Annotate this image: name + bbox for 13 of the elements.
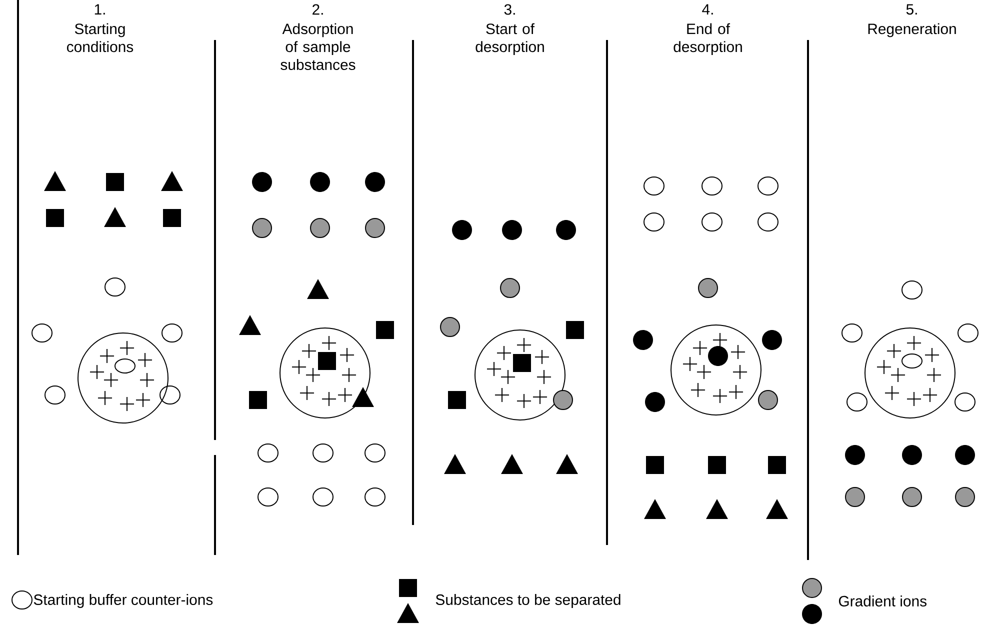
legend-text: Starting buffer counter-ions [34,594,213,608]
panel-number: 3. [504,4,515,15]
legend-text: Gradient ions [838,596,926,606]
panel-heading: Start of desorption [476,23,544,56]
legend-text: Substances to be separated [436,594,620,608]
panel-number: 5. [906,4,917,15]
panel-number: 2. [312,4,323,15]
panel-heading: Starting conditions [67,23,134,52]
panel-heading: Regeneration [868,23,956,38]
panel-heading: End of desorption [674,23,742,56]
panel-number: 1. [94,4,105,14]
panel-heading: Adsorption of sample substances [280,23,356,70]
panel-number: 4. [702,4,713,14]
